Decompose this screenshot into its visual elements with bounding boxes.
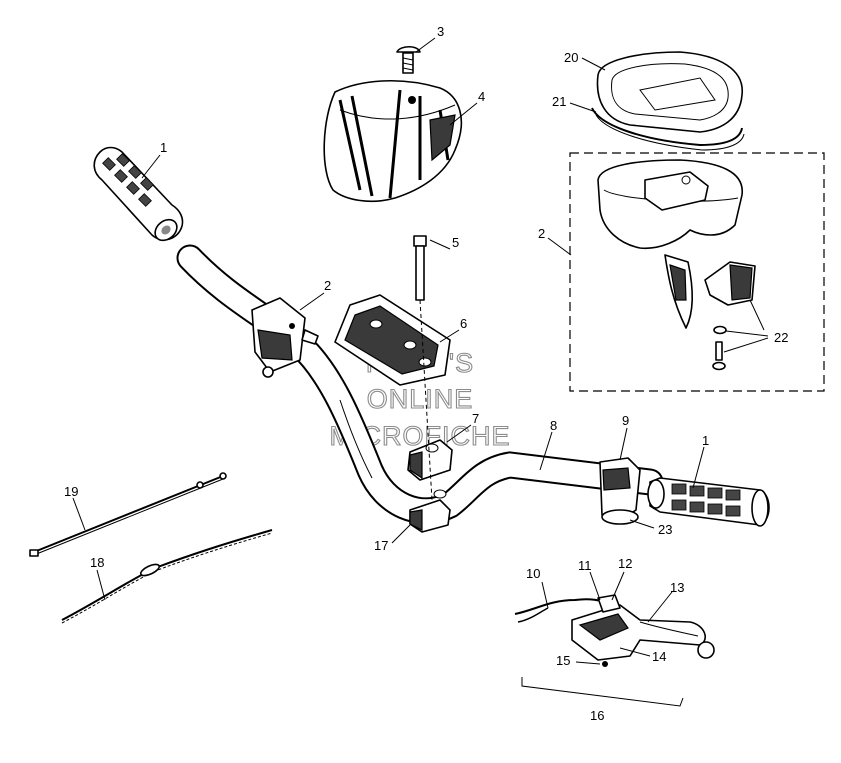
instrument-pod-cover: [323, 80, 463, 203]
callout-15: 15: [556, 653, 570, 668]
callout-13: 13: [670, 580, 684, 595]
left-grip: [93, 146, 184, 242]
callout-9: 9: [622, 413, 629, 428]
callout-12: 12: [618, 556, 632, 571]
inset-bracket: [704, 261, 756, 371]
left-switch-housing: [251, 297, 319, 378]
callout-3: 3: [437, 24, 444, 39]
lower-clamp-7: [407, 439, 453, 481]
callout-19: 19: [64, 484, 78, 499]
pod-pad: [596, 51, 743, 133]
group-bracket-16: [521, 677, 684, 707]
callout-23: 23: [658, 522, 672, 537]
callout-14: 14: [652, 649, 666, 664]
callout-10: 10: [526, 566, 540, 581]
screw-3: [396, 45, 421, 74]
upper-clamp-bracket: [334, 294, 451, 386]
cable-18: [61, 529, 273, 624]
callout-2-inset: 2: [538, 226, 545, 241]
callout-21: 21: [552, 94, 566, 109]
callout-20: 20: [564, 50, 578, 65]
callout-1-left: 1: [160, 140, 167, 155]
detail-inset-box: [569, 152, 825, 392]
callout-22: 22: [774, 330, 788, 345]
callout-7: 7: [472, 411, 479, 426]
callout-18: 18: [90, 555, 104, 570]
callout-2-switch: 2: [324, 278, 331, 293]
callout-6: 6: [460, 316, 467, 331]
callout-8: 8: [550, 418, 557, 433]
pod-seal: [591, 107, 745, 151]
inset-pod-housing: [597, 159, 743, 329]
callout-5: 5: [452, 235, 459, 250]
watermark-line-2: ONLINE: [367, 384, 474, 414]
callout-4: 4: [478, 89, 485, 104]
callout-labels: 1 1 2 2 3 4 5 6 7 8 9 10 11 12 13 14 15 …: [64, 24, 788, 723]
callout-11: 11: [578, 558, 592, 573]
right-grip: [647, 477, 770, 527]
brake-lever-assembly: [514, 594, 715, 667]
cable-19: [29, 472, 227, 557]
callout-1-right: 1: [702, 433, 709, 448]
callout-16: 16: [590, 708, 604, 723]
leader-lines: [72, 37, 769, 665]
throttle-housing: [599, 457, 641, 525]
lower-clamp-17: [409, 489, 451, 533]
alignment-line: [419, 299, 433, 501]
bolt-5: [413, 235, 427, 301]
callout-17: 17: [374, 538, 388, 553]
